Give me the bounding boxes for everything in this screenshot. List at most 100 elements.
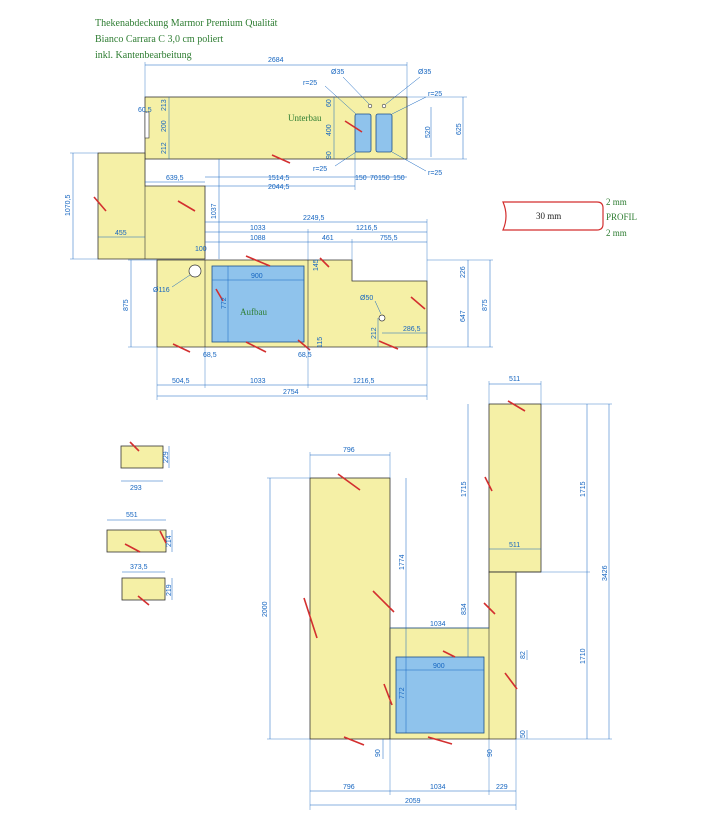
dim-r25-b: r=25 (428, 91, 442, 98)
dim-2754: 2754 (283, 389, 299, 396)
dim-212: 212 (161, 142, 168, 154)
dim-145: 145 (313, 259, 320, 271)
grain-arrow (483, 602, 496, 615)
dim-150-c: 150 (393, 175, 405, 182)
profile-top: 2 mm (606, 197, 627, 207)
grain-arrow (343, 736, 365, 746)
dim-50-b: 50 (520, 730, 527, 738)
dim-2000: 2000 (262, 601, 269, 617)
dim-755-5: 755,5 (380, 235, 398, 242)
dim-1715-b: 1715 (580, 481, 587, 497)
dim-625: 625 (456, 123, 463, 135)
piece-373 (121, 577, 166, 601)
dim-511-a: 511 (509, 376, 520, 383)
dim-796-b: 796 (343, 784, 355, 791)
cutout-left (354, 113, 372, 153)
grain-arrow (427, 736, 453, 745)
dim-150-b: 150 (378, 175, 390, 182)
label-unterbau: Unterbau (288, 113, 322, 123)
dim-1514-5: 1514,5 (268, 175, 290, 182)
dim-70: 70 (370, 175, 378, 182)
dim-r25-a: r=25 (303, 80, 317, 87)
dim-60: 60 (326, 99, 333, 107)
profile-thickness: 30 mm (536, 211, 561, 221)
dim-900-b: 900 (433, 663, 445, 670)
dims-top: 2684 Ø35 Ø35 r=25 r=25 r=25 r=25 60 400 … (138, 57, 467, 191)
dims-middle: 2249,5 1033 1216,5 1088 461 755,5 100 14… (123, 215, 493, 400)
dim-60-5: 60,5 (138, 107, 152, 114)
dim-90-b: 90 (375, 749, 382, 757)
profile-shape (502, 201, 604, 231)
slab-bottom-left (309, 477, 391, 740)
small-pieces: 293 229 551 214 373,5 219 (106, 441, 173, 606)
slab-bottom (303, 400, 542, 746)
dim-772-a: 772 (221, 297, 228, 309)
grain-arrow (344, 120, 363, 133)
dim-68-5-a: 68,5 (203, 352, 217, 359)
grain-arrow (319, 257, 330, 268)
dim-229-a: 229 (163, 451, 170, 463)
grain-arrow (410, 296, 426, 310)
dim-504-5: 504,5 (172, 378, 190, 385)
dim-639-5: 639,5 (166, 175, 184, 182)
dim-226: 226 (460, 266, 467, 278)
dim-d116: Ø116 (153, 287, 170, 294)
dim-150-a: 150 (355, 175, 367, 182)
dim-213: 213 (161, 99, 168, 111)
dim-293: 293 (130, 485, 142, 492)
dim-90: 90 (326, 151, 333, 159)
dim-212-b: 212 (371, 327, 378, 339)
grain-arrow (172, 343, 191, 353)
grain-arrow (337, 473, 361, 491)
dim-2684: 2684 (268, 57, 284, 64)
dim-100: 100 (195, 246, 207, 253)
dim-d35-right: Ø35 (418, 69, 431, 76)
grain-arrow (93, 196, 107, 212)
dim-1070-5: 1070,5 (65, 194, 72, 216)
grain-arrow (504, 672, 518, 690)
slab-bottom-right-upper (488, 403, 542, 573)
grain-arrow (159, 530, 167, 544)
dim-834: 834 (461, 603, 468, 615)
edge-profile: 30 mm 2 mm PROFIL 2 mm (502, 197, 637, 238)
dim-1715-a: 1715 (461, 481, 468, 497)
dim-1033-b: 1033 (250, 378, 266, 385)
grain-arrow (177, 200, 196, 212)
slab-left-shape (97, 152, 206, 260)
dim-875-a: 875 (123, 299, 130, 311)
dim-r25-c: r=25 (313, 166, 327, 173)
dim-1710: 1710 (580, 648, 587, 664)
dim-115: 115 (317, 337, 324, 348)
grain-arrow (383, 683, 393, 706)
grain-arrow (303, 597, 318, 639)
dim-1034-a: 1034 (430, 621, 446, 628)
dim-875-b: 875 (482, 299, 489, 311)
grain-arrow (271, 154, 291, 164)
slab-top-notch (144, 111, 150, 139)
title-line-3: inkl. Kantenbearbeitung (95, 50, 192, 61)
dim-82: 82 (520, 651, 527, 659)
dim-900-a: 900 (251, 273, 263, 280)
dim-1033-a: 1033 (250, 225, 266, 232)
dim-1034-b: 1034 (430, 784, 446, 791)
dim-2249-5: 2249,5 (303, 215, 325, 222)
dim-647: 647 (460, 310, 467, 322)
hole-50 (378, 314, 386, 322)
dim-200: 200 (161, 120, 168, 132)
cutout-right (375, 113, 393, 153)
grain-arrow (372, 590, 395, 613)
dim-229-b: 229 (496, 784, 508, 791)
dim-3426: 3426 (602, 565, 609, 581)
grain-arrow (215, 288, 224, 302)
dim-461: 461 (322, 235, 334, 242)
dim-511-b: 511 (509, 542, 520, 549)
slab-middle-aufbau: Aufbau (156, 255, 428, 353)
piece-293 (120, 445, 164, 469)
slab-top-unterbau: Unterbau (144, 96, 408, 164)
dim-286-5: 286,5 (403, 326, 421, 333)
hole-right (381, 103, 387, 109)
dim-r25-d: r=25 (428, 170, 442, 177)
piece-551 (106, 529, 167, 553)
dim-520: 520 (425, 126, 432, 138)
